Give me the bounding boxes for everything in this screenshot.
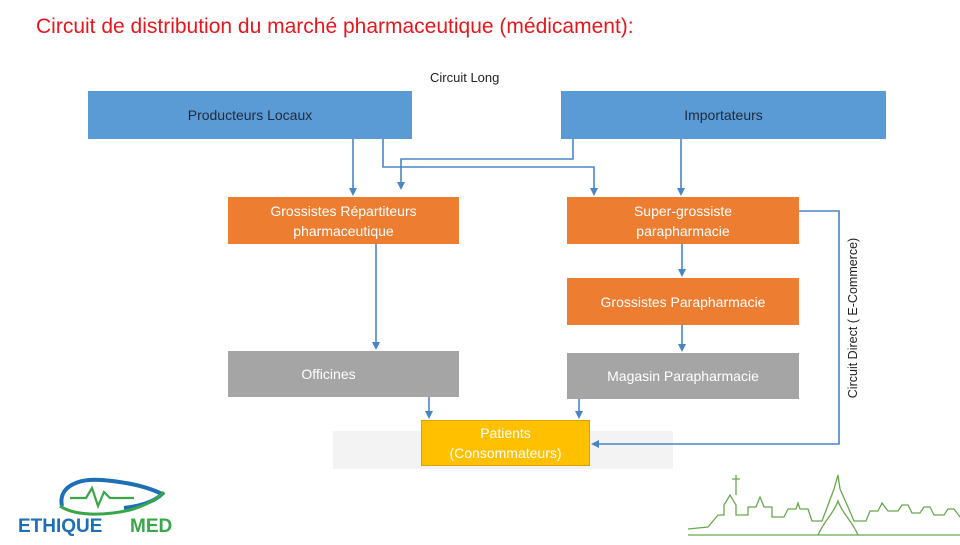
logo-brand-green: MED bbox=[130, 516, 172, 537]
arrow-importateurs-to-grossistes bbox=[397, 139, 574, 190]
diagram-subtitle: Circuit Long bbox=[430, 70, 500, 85]
node-label: Officines bbox=[301, 366, 356, 382]
page-title: Circuit de distribution du marché pharma… bbox=[36, 15, 634, 38]
node-grossistes-parapharmacie: Grossistes Parapharmacie bbox=[567, 278, 799, 325]
city-skyline-icon bbox=[687, 474, 960, 536]
node-label: Producteurs Locaux bbox=[187, 107, 313, 123]
ethiquemed-logo: ETHIQUE MED bbox=[14, 470, 204, 540]
node-magasin-parapharmacie: Magasin Parapharmacie bbox=[567, 353, 799, 399]
logo-brand-blue: ETHIQUE bbox=[18, 516, 102, 537]
node-importateurs: Importateurs bbox=[561, 91, 886, 139]
node-producteurs-locaux: Producteurs Locaux bbox=[88, 91, 412, 139]
city-skyline-illustration bbox=[687, 465, 960, 540]
node-label: Magasin Parapharmacie bbox=[607, 368, 759, 384]
node-officines: Officines bbox=[228, 351, 459, 397]
arrow-super-direct-to-patients bbox=[591, 210, 840, 448]
node-label: Patients(Consommateurs) bbox=[449, 425, 562, 461]
arrow-producteurs-to-super bbox=[382, 139, 598, 196]
ethiquemed-logo-icon: ETHIQUE MED bbox=[18, 477, 172, 537]
node-patients: Patients(Consommateurs) bbox=[421, 420, 590, 466]
node-label: Grossistes Parapharmacie bbox=[600, 293, 766, 310]
node-label: Importateurs bbox=[684, 107, 763, 123]
